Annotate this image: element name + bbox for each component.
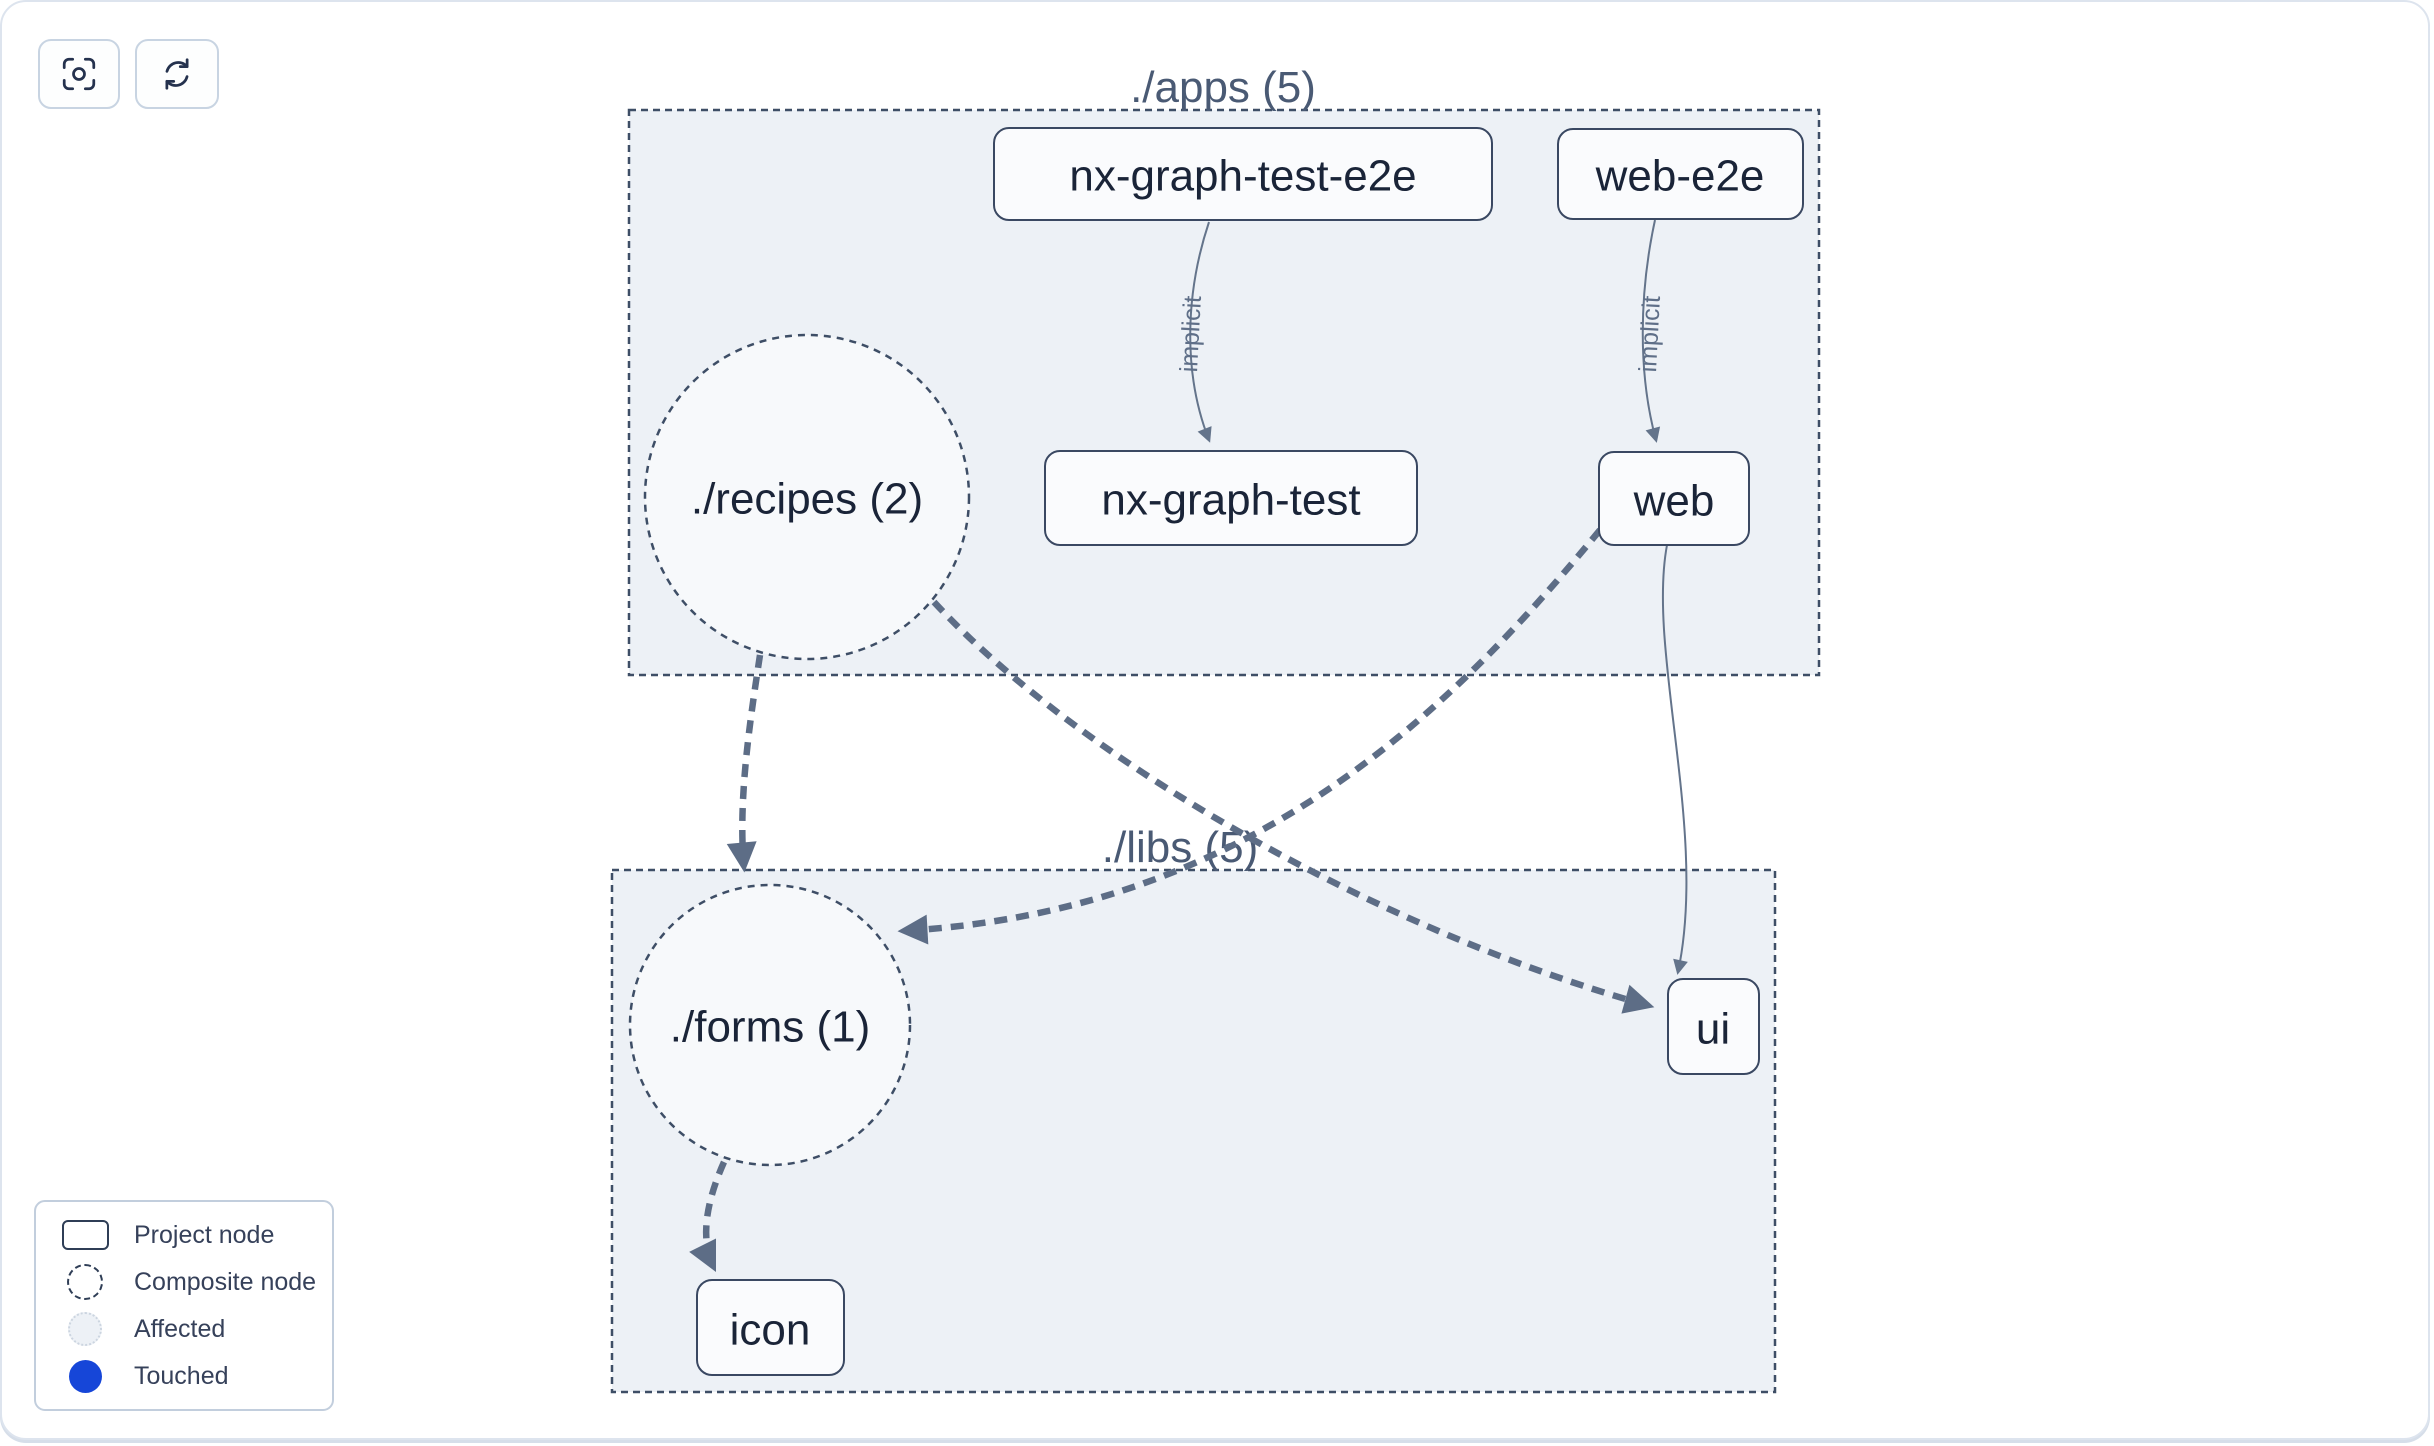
- edge-web-e2e-to-web: [1641, 219, 1661, 443]
- legend-label: Project node: [134, 1220, 275, 1249]
- project-node-ui[interactable]: ui: [1667, 978, 1760, 1075]
- toolbar: [38, 39, 219, 109]
- composite-node-forms[interactable]: ./forms (1): [628, 883, 912, 1167]
- project-node-nx-graph-test[interactable]: nx-graph-test: [1044, 450, 1418, 546]
- edge-recipes-to-forms: [726, 654, 764, 873]
- legend-label: Composite node: [134, 1267, 317, 1296]
- project-node-web-rect: [1598, 451, 1750, 546]
- refresh-icon: [165, 58, 189, 90]
- legend-item-affected: Affected: [36, 1306, 332, 1353]
- edge-nx-graph-test-e2e-to-nx-graph-test: [1189, 221, 1212, 443]
- edge-label-implicit-1: implicit: [1175, 295, 1207, 373]
- edge-web-to-forms: [897, 527, 1603, 945]
- legend-item-touched: Touched: [36, 1353, 332, 1400]
- legend-item-composite-node: Composite node: [36, 1259, 332, 1306]
- project-node-ui-rect: [1667, 978, 1760, 1075]
- focus-icon: [62, 57, 96, 91]
- legend: Project node Composite node Affected Tou…: [34, 1200, 334, 1411]
- touched-swatch: [36, 1359, 134, 1393]
- focus-reset-button[interactable]: [38, 39, 120, 109]
- project-node-nx-graph-test-e2e-rect: [993, 127, 1493, 221]
- group-apps-label: ./apps (5): [1130, 63, 1316, 112]
- project-node-swatch: [36, 1220, 134, 1250]
- composite-node-recipes[interactable]: ./recipes (2): [643, 333, 971, 661]
- project-node-nx-graph-test-e2e[interactable]: nx-graph-test-e2e: [993, 127, 1493, 221]
- composite-node-forms-circle: [628, 883, 912, 1167]
- composite-node-recipes-circle: [643, 333, 971, 661]
- edge-web-to-ui: [1661, 544, 1688, 975]
- legend-label: Affected: [134, 1314, 226, 1343]
- project-node-web-e2e[interactable]: web-e2e: [1557, 128, 1804, 220]
- project-node-web-e2e-rect: [1557, 128, 1804, 220]
- project-node-icon[interactable]: icon: [696, 1279, 845, 1376]
- edge-label-implicit-2: implicit: [1634, 295, 1666, 373]
- composite-node-swatch: [36, 1264, 134, 1300]
- project-node-nx-graph-test-rect: [1044, 450, 1418, 546]
- edge-recipes-to-ui: [931, 599, 1655, 1014]
- legend-label: Touched: [134, 1361, 229, 1390]
- project-node-web[interactable]: web: [1598, 451, 1750, 546]
- refresh-button[interactable]: [135, 39, 219, 109]
- affected-swatch: [36, 1312, 134, 1346]
- project-node-icon-rect: [696, 1279, 845, 1376]
- edge-forms-to-icon: [689, 1160, 727, 1273]
- legend-item-project-node: Project node: [36, 1212, 332, 1259]
